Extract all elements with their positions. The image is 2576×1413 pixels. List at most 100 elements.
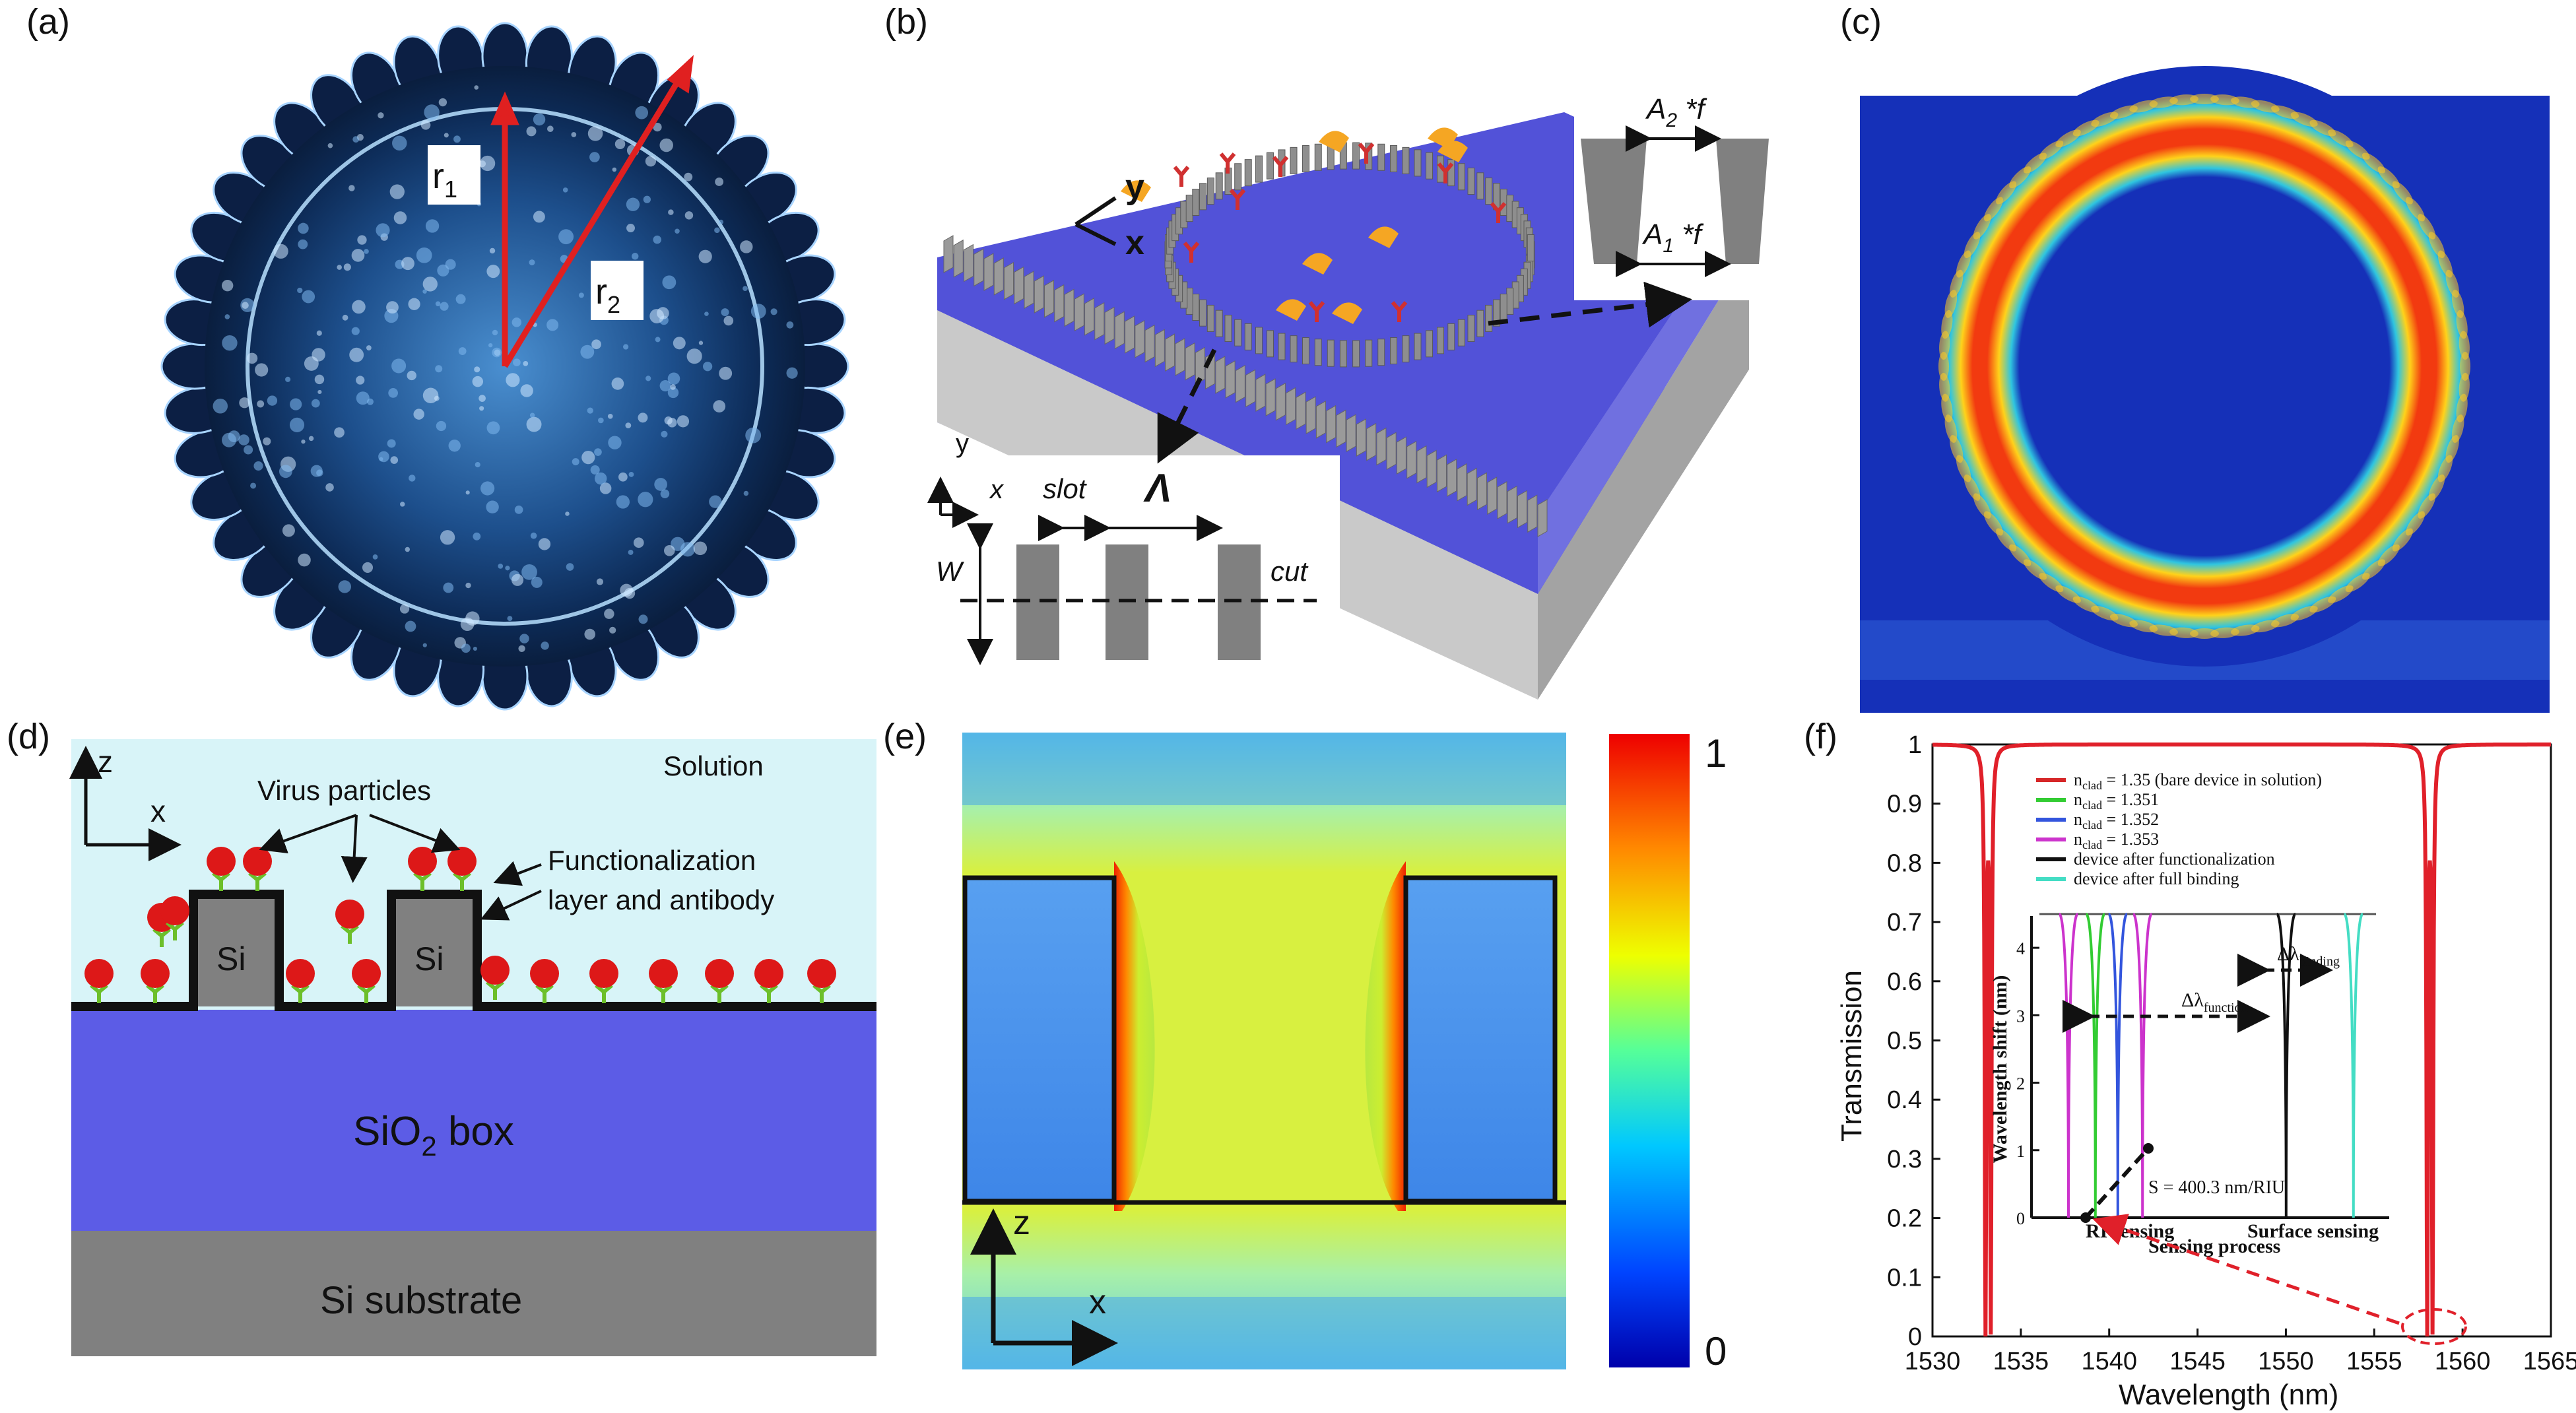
virus-speck <box>343 263 351 271</box>
bus-tooth <box>1467 467 1477 506</box>
bus-tooth <box>1537 499 1548 537</box>
virus-speck <box>660 489 670 499</box>
ring-tooth <box>1290 335 1298 363</box>
virus-speck <box>413 409 424 420</box>
ring-tooth <box>1467 314 1475 342</box>
virus-speck <box>667 387 679 399</box>
bus-tooth <box>1406 441 1417 479</box>
virus-speck <box>401 257 414 271</box>
virus-speck <box>596 578 604 585</box>
virus-speck <box>378 112 384 119</box>
ring-tooth <box>1467 168 1475 195</box>
virus-speck <box>473 646 477 651</box>
antibody-2d <box>248 871 267 891</box>
ring-tooth <box>1314 143 1322 171</box>
inset-ytick-label: 4 <box>2016 939 2025 958</box>
ring-tooth <box>1377 339 1385 366</box>
inset-xtick-surface: Surface sensing <box>2247 1220 2379 1242</box>
bus-tooth <box>1386 432 1397 471</box>
virus-speck <box>743 490 749 496</box>
virus-particle <box>807 959 836 988</box>
virus-speck <box>475 462 480 468</box>
virus-speck <box>604 608 614 619</box>
virus-speck <box>298 239 308 249</box>
virus-speck <box>285 376 291 382</box>
ring-tooth <box>1224 314 1232 342</box>
virus-speck <box>677 415 690 428</box>
y-tick-label: 0.2 <box>1887 1205 1922 1233</box>
antibody <box>1490 202 1507 223</box>
si-block-left <box>964 876 1114 1201</box>
virus-speck <box>461 643 471 653</box>
antibody <box>1272 156 1289 177</box>
bus-tooth <box>1447 459 1457 497</box>
colorbar <box>1609 734 1690 1367</box>
virus-speck <box>376 223 390 238</box>
virus-speck <box>474 85 479 90</box>
virus-speck <box>390 456 399 464</box>
panel-e: z x 1 0 <box>962 731 1727 1373</box>
virus-speck <box>387 439 396 448</box>
virus-speck <box>659 138 673 152</box>
inset-ytick-label: 3 <box>2016 1006 2025 1026</box>
sio2-box-region <box>71 1010 876 1231</box>
virus-speck <box>244 445 253 455</box>
bus-tooth <box>1215 356 1226 394</box>
virus-speck <box>407 370 416 381</box>
ring-tooth <box>1390 337 1398 365</box>
virus-speck <box>349 347 364 362</box>
inset-ylabel: Wavelength shift (nm) <box>1989 975 2011 1164</box>
r1-label-box <box>428 145 480 205</box>
ring-lobe <box>1939 331 1950 360</box>
antibody <box>1183 242 1200 263</box>
virus-speck <box>312 348 325 362</box>
antibody-2d <box>357 983 376 1003</box>
virus-speck <box>719 366 733 380</box>
slot-field-top <box>962 733 1566 805</box>
ring-tooth <box>1506 287 1514 315</box>
virus-speck <box>389 184 405 199</box>
virus-speck <box>437 264 449 277</box>
antibody <box>1358 143 1375 164</box>
y-tick-label: 0.6 <box>1887 968 1922 996</box>
ring-lobe <box>1938 352 1949 381</box>
x-tick-label: 1550 <box>2258 1348 2314 1375</box>
ring-tooth <box>1485 178 1493 205</box>
virus-speck <box>492 347 502 358</box>
virus-speck <box>314 374 325 385</box>
virus-speck <box>638 492 653 508</box>
virus-speck <box>351 327 360 335</box>
inset-pointer-top <box>1488 281 1692 328</box>
virus-speck <box>388 388 398 398</box>
virus-speck <box>458 347 467 355</box>
virus-speck <box>505 566 510 571</box>
r1-label: r1 <box>432 156 457 203</box>
x-tick-label: 1545 <box>2169 1348 2226 1375</box>
bus-tooth <box>1527 494 1538 533</box>
bus-tooth <box>1255 374 1266 412</box>
virus-speck <box>443 582 454 593</box>
sensitivity-fit-line <box>2084 1146 2150 1220</box>
a1-label: A1 *f <box>1641 218 1704 257</box>
virus-particle <box>447 847 477 876</box>
inset-ytick-label: 2 <box>2016 1074 2025 1094</box>
bus-tooth <box>1195 346 1205 385</box>
si-substrate-region <box>71 1231 876 1356</box>
virus-speck <box>675 228 680 234</box>
virus-speck <box>356 376 365 385</box>
virus-speck <box>311 399 320 408</box>
virus-speck <box>409 475 416 482</box>
ring-tooth <box>1377 143 1385 171</box>
virus-speck <box>434 395 440 401</box>
virus-speck <box>317 389 322 395</box>
antibody-2d <box>413 871 432 891</box>
antibody <box>1391 301 1408 322</box>
a2-label: A2 *f <box>1645 93 1707 131</box>
virus-speck <box>667 372 680 385</box>
bus-tooth <box>1326 405 1337 444</box>
virus-speck <box>572 458 579 466</box>
functionalization-label-2: layer and antibody <box>548 884 774 915</box>
substrate-side <box>1538 251 1749 700</box>
panel-e-label: (e) <box>883 717 927 756</box>
